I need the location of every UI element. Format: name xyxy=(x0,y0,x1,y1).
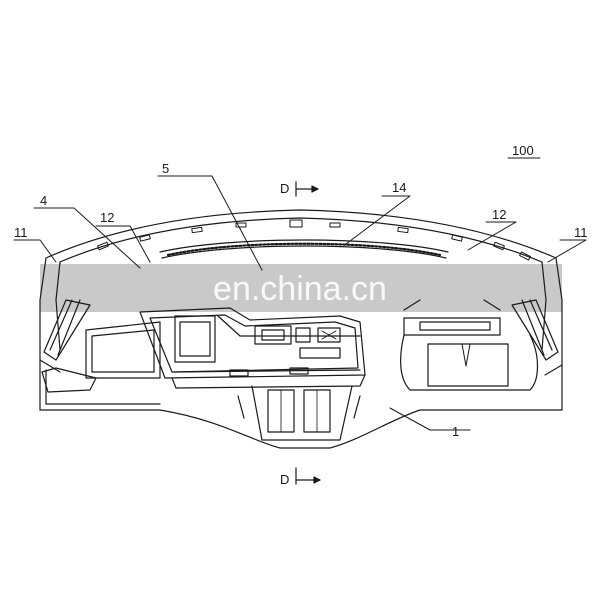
callout-4: 4 xyxy=(40,193,47,208)
callout-5: 5 xyxy=(162,161,169,176)
watermark-text: en.china.cn xyxy=(213,270,387,308)
leader-lines xyxy=(13,157,587,431)
right-panel xyxy=(400,299,539,391)
left-side-vent xyxy=(39,257,91,373)
section-arrow-bottom xyxy=(295,467,321,485)
defroster-strip xyxy=(159,239,449,259)
callout-12-right: 12 xyxy=(492,207,506,222)
callout-14: 14 xyxy=(392,180,406,195)
right-side-vent xyxy=(511,257,563,376)
callout-11-right: 11 xyxy=(574,225,588,240)
callout-11-left: 11 xyxy=(14,225,28,240)
top-vent-slots xyxy=(97,219,531,261)
section-label-top: D xyxy=(280,181,289,196)
center-console xyxy=(139,307,366,389)
section-label-bottom: D xyxy=(280,472,289,487)
watermark-band xyxy=(40,264,562,312)
callout-12-left: 12 xyxy=(100,210,114,225)
callout-1: 1 xyxy=(452,424,459,439)
dashboard-top-inner-outline xyxy=(59,217,543,263)
dashboard-lower-outline xyxy=(39,359,563,449)
dashboard-lower-inner xyxy=(45,369,161,405)
dashboard-top-outline xyxy=(45,209,557,259)
left-panel xyxy=(41,321,161,393)
section-arrow-top xyxy=(295,181,319,197)
center-stack xyxy=(237,385,361,441)
figure-number: 100 xyxy=(512,143,534,158)
